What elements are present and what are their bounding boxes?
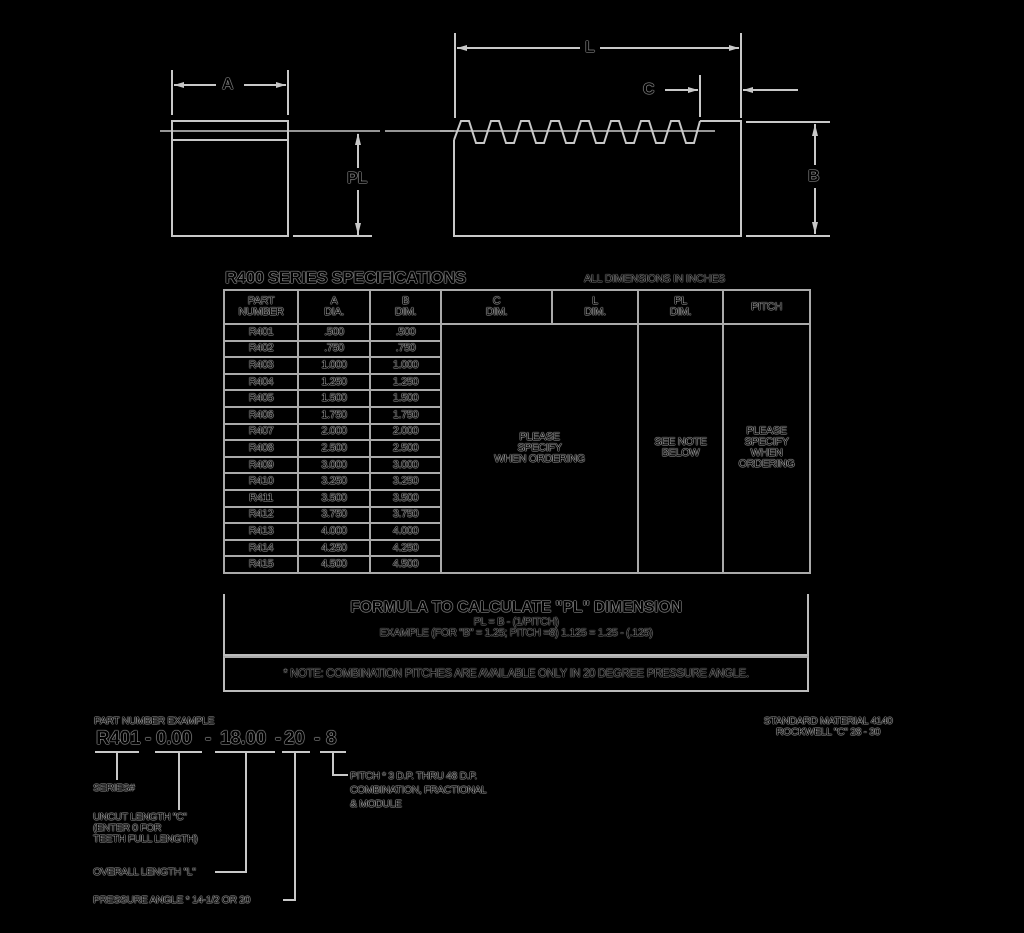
- callout-pitch: PITCH * 3 D.P. THRU 48 D.P. COMBINATION,…: [350, 770, 487, 810]
- pn-series: R401: [96, 728, 141, 749]
- part-number: R411: [223, 488, 299, 508]
- part-number: R404: [223, 372, 299, 392]
- a-dia: .500: [297, 323, 371, 342]
- part-number: R412: [223, 505, 299, 525]
- part-number: R415: [223, 555, 299, 574]
- formula-title: FORMULA TO CALCULATE "PL" DIMENSION: [350, 599, 682, 616]
- pn-dash: -: [314, 728, 321, 749]
- part-number: R410: [223, 472, 299, 491]
- dim-label-l: L: [585, 39, 595, 56]
- pn-dash: -: [205, 728, 212, 749]
- part-number: R402: [223, 339, 299, 359]
- b-dim: 1.250: [369, 372, 442, 392]
- end-view-block: [171, 120, 289, 237]
- b-dim: 4.500: [369, 555, 442, 574]
- dim-label-a: A: [222, 76, 234, 93]
- a-dia: 3.500: [297, 488, 371, 508]
- part-number: R409: [223, 455, 299, 475]
- a-dia: 3.750: [297, 505, 371, 525]
- part-example-heading: PART NUMBER EXAMPLE: [94, 715, 215, 727]
- dim-label-c: C: [643, 81, 655, 98]
- pn-pressure: 20: [284, 728, 305, 749]
- spec-title: R400 SERIES SPECIFICATIONS: [225, 268, 466, 287]
- callout-series: SERIES#: [93, 782, 135, 794]
- a-dia: 3.250: [297, 472, 371, 491]
- units-note: ALL DIMENSIONS IN INCHES: [584, 273, 725, 285]
- pn-dash: -: [145, 728, 152, 749]
- a-dia: 4.000: [297, 522, 371, 541]
- callout-overall: OVERALL LENGTH "L": [93, 866, 196, 878]
- b-dim: 2.500: [369, 439, 442, 458]
- b-dim: 1.750: [369, 405, 442, 425]
- b-dim: 4.250: [369, 538, 442, 558]
- b-dim: 3.250: [369, 472, 442, 491]
- part-number: R408: [223, 439, 299, 458]
- dim-label-b: B: [808, 168, 820, 185]
- b-dim: .500: [369, 323, 442, 342]
- callout-uncut: UNCUT LENGTH "C" (ENTER 0 FOR TEETH FULL…: [93, 811, 198, 845]
- part-number: R407: [223, 422, 299, 442]
- pn-uncut: 0.00: [156, 728, 192, 749]
- b-dim: 3.000: [369, 455, 442, 475]
- a-dia: 2.500: [297, 439, 371, 458]
- formula-box: FORMULA TO CALCULATE "PL" DIMENSION PL =…: [223, 594, 809, 656]
- pn-pitch: 8: [326, 728, 337, 749]
- a-dia: 4.500: [297, 555, 371, 574]
- a-dia: 1.500: [297, 389, 371, 408]
- formula-example: EXAMPLE (FOR "B" = 1.25; PITCH =8) 1.125…: [379, 627, 653, 639]
- b-dim: .750: [369, 339, 442, 359]
- b-dim: 3.750: [369, 505, 442, 525]
- b-dim: 2.000: [369, 422, 442, 442]
- part-number: R413: [223, 522, 299, 541]
- a-dia: 1.250: [297, 372, 371, 392]
- part-number: R403: [223, 356, 299, 375]
- pn-dash: -: [275, 728, 282, 749]
- part-number: R414: [223, 538, 299, 558]
- b-dim: 1.000: [369, 356, 442, 375]
- part-number: R405: [223, 389, 299, 408]
- a-dia: 2.000: [297, 422, 371, 442]
- a-dia: 4.250: [297, 538, 371, 558]
- a-dia: 1.000: [297, 356, 371, 375]
- part-number: R406: [223, 405, 299, 425]
- formula-text: PL = B - (1/PITCH): [473, 616, 559, 628]
- pn-overall: 18.00: [220, 728, 267, 749]
- col-header-pitch: PITCH: [722, 289, 811, 325]
- a-dia: .750: [297, 339, 371, 359]
- callout-pressure: PRESSURE ANGLE * 14-1/2 OR 20: [93, 894, 251, 906]
- a-dia: 3.000: [297, 455, 371, 475]
- b-dim: 3.500: [369, 488, 442, 508]
- dim-label-pl: PL: [347, 170, 368, 187]
- b-dim: 4.000: [369, 522, 442, 541]
- b-dim: 1.500: [369, 389, 442, 408]
- pressure-angle-note: * NOTE: COMBINATION PITCHES ARE AVAILABL…: [223, 656, 809, 692]
- material-note: STANDARD MATERIAL 4140 ROCKWELL "C" 28 -…: [763, 715, 893, 738]
- a-dia: 1.750: [297, 405, 371, 425]
- part-number: R401: [223, 323, 299, 342]
